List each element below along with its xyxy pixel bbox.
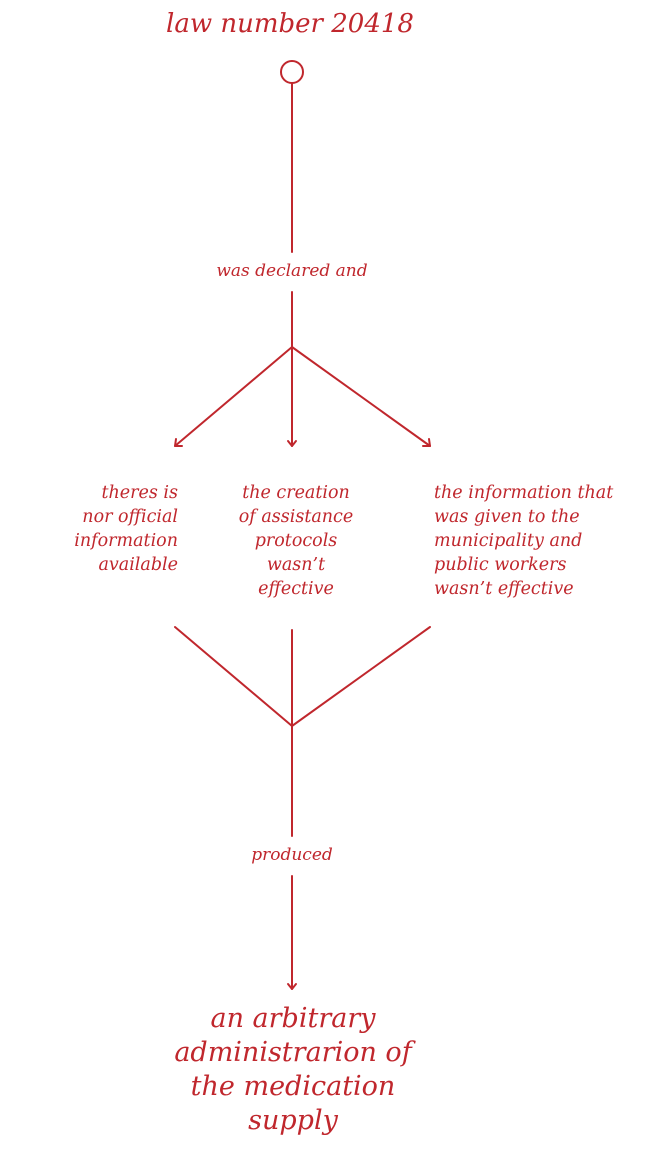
branch-arrow-right bbox=[291, 346, 431, 447]
arrowhead-left-icon bbox=[174, 438, 183, 447]
edge-label-declared: was declared and bbox=[192, 259, 392, 283]
result-label: an arbitrary administrarion of the medic… bbox=[174, 1003, 412, 1136]
diagram-title: law number 20418 bbox=[166, 9, 414, 39]
merge-line-left bbox=[174, 626, 293, 727]
branch-label-middle: the creation of assistance protocols was… bbox=[238, 483, 354, 599]
edge-label-produced: produced bbox=[192, 843, 392, 867]
arrowhead-result-icon bbox=[287, 983, 297, 990]
merge-line-right bbox=[291, 626, 431, 727]
branch-label-right: the information that was given to the mu… bbox=[434, 483, 614, 599]
branch-arrow-left bbox=[174, 346, 293, 447]
start-node-icon bbox=[280, 60, 304, 84]
arrowhead-middle-icon bbox=[287, 440, 297, 447]
branch-label-left: theres is nor official information avail… bbox=[74, 483, 178, 575]
arrowhead-right-icon bbox=[422, 438, 431, 447]
